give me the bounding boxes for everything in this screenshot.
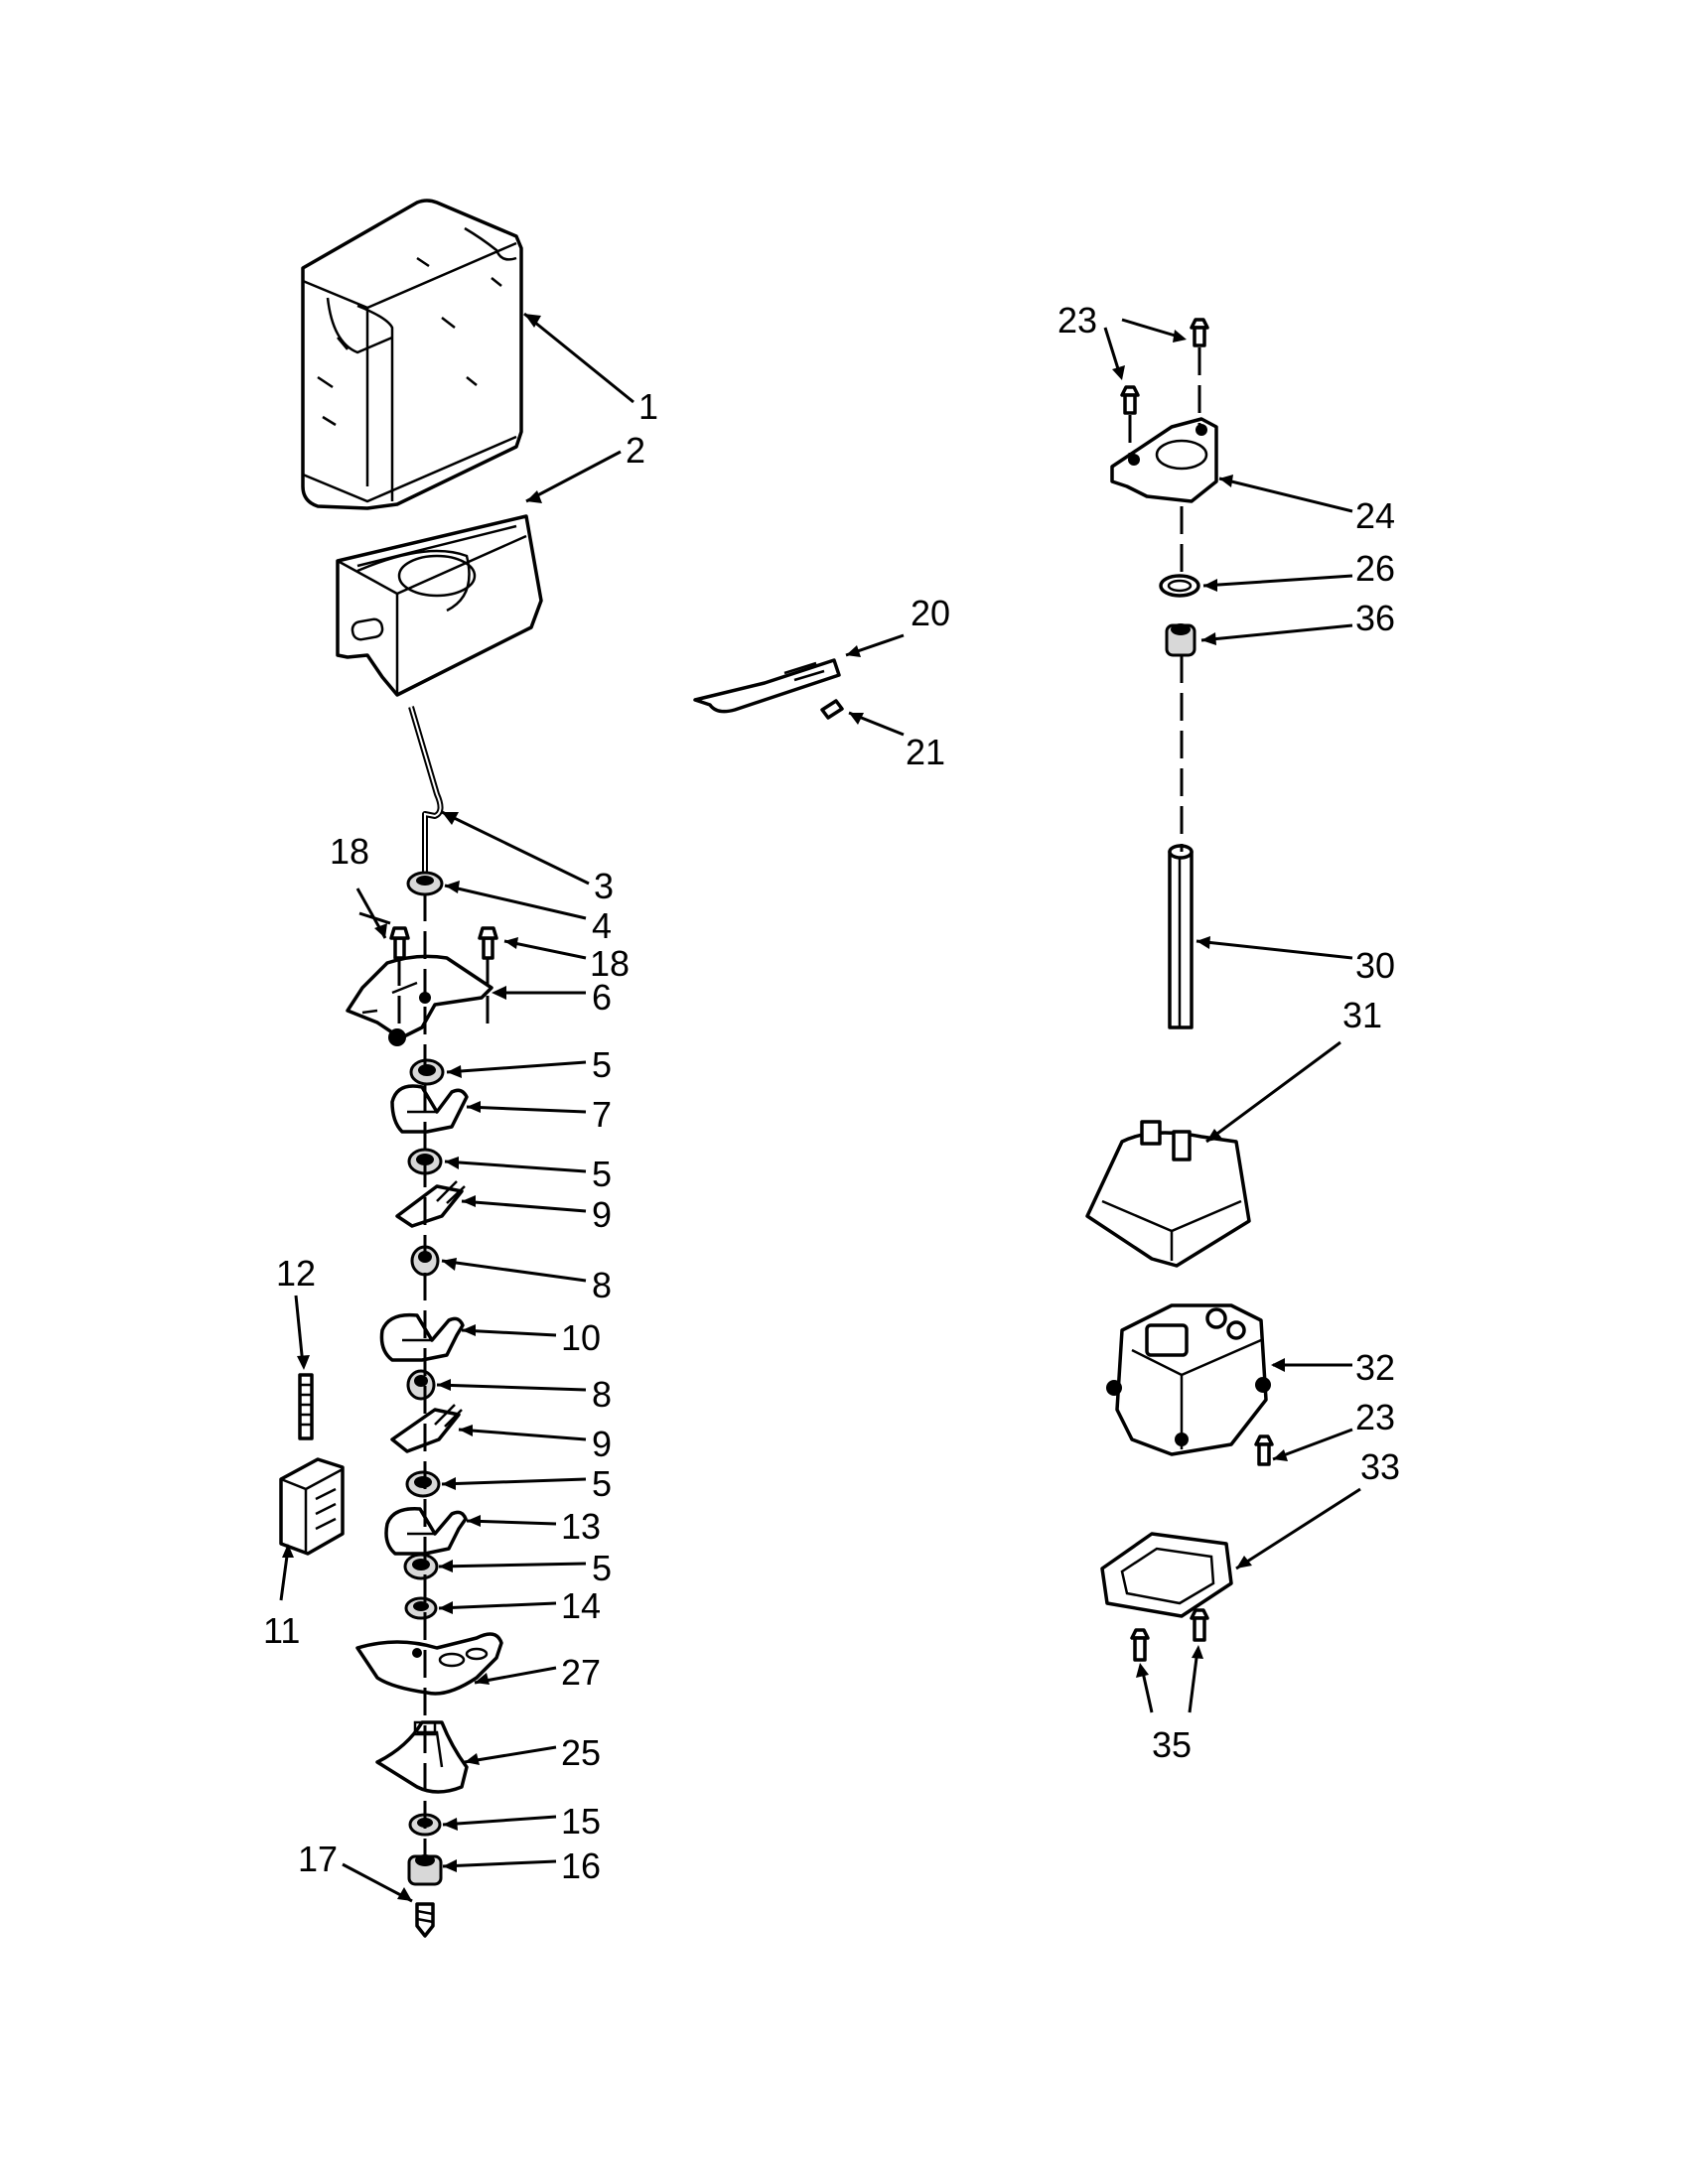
callout-17: 17 (298, 1839, 338, 1879)
part-27-plate (355, 1632, 503, 1696)
callout-31: 31 (1342, 995, 1382, 1035)
callout-3: 3 (594, 866, 614, 906)
part-12-pin (298, 1373, 314, 1440)
callout-23-bottom: 23 (1355, 1397, 1395, 1437)
part-4-bearing (406, 871, 444, 896)
callout-33: 33 (1360, 1446, 1400, 1487)
part-30-shaft (1168, 844, 1194, 1029)
callout-6: 6 (592, 977, 612, 1018)
callout-13: 13 (561, 1506, 601, 1547)
part-23-screws-top (1120, 318, 1209, 415)
part-9-clips (390, 1180, 466, 1453)
callout-8-a: 8 (592, 1265, 612, 1305)
part-18-screws (389, 926, 498, 960)
part-1-ice-bin (301, 199, 523, 510)
callout-14: 14 (561, 1585, 601, 1626)
callout-30: 30 (1355, 945, 1395, 986)
part-3-rod (408, 706, 444, 893)
part-14-washer (404, 1596, 438, 1620)
callout-9-a: 9 (592, 1194, 612, 1235)
part-20-bracket (693, 658, 841, 714)
part-21-spring (820, 699, 844, 720)
part-25-auger (375, 1720, 469, 1794)
part-26-washer (1159, 574, 1200, 598)
callout-18-left: 18 (330, 831, 369, 872)
part-6-plate (346, 954, 493, 1046)
part-16-nut (407, 1854, 443, 1886)
callout-11: 11 (263, 1610, 300, 1651)
callout-15: 15 (561, 1801, 601, 1842)
part-7-blade (390, 1084, 469, 1134)
callout-12: 12 (276, 1253, 316, 1294)
part-10-blade (379, 1312, 465, 1362)
callout-35: 35 (1152, 1724, 1192, 1765)
leader-lines (279, 312, 1361, 1903)
callout-7: 7 (592, 1094, 612, 1135)
callout-9-b: 9 (592, 1424, 612, 1464)
callout-5-b: 5 (592, 1154, 612, 1194)
callout-2: 2 (626, 430, 645, 471)
callout-5-d: 5 (592, 1548, 612, 1588)
part-11-block (279, 1457, 345, 1556)
callout-27: 27 (561, 1652, 601, 1693)
part-2-bin-tray (336, 514, 543, 697)
callout-1: 1 (638, 386, 658, 427)
callout-32: 32 (1355, 1347, 1395, 1388)
callout-8-b: 8 (592, 1374, 612, 1415)
callout-23-top: 23 (1057, 300, 1097, 341)
callout-labels: 1 2 3 4 18 18 6 5 7 5 9 8 10 8 9 5 13 5 … (263, 300, 1400, 1886)
part-33-gasket (1100, 1532, 1233, 1618)
part-23-screw-bottom (1254, 1434, 1274, 1466)
part-31-housing (1085, 1120, 1251, 1268)
callout-25: 25 (561, 1732, 601, 1773)
callout-20: 20 (911, 593, 950, 633)
callout-16: 16 (561, 1845, 601, 1886)
callout-26: 26 (1355, 548, 1395, 589)
part-13-blade (384, 1507, 468, 1556)
callout-5-a: 5 (592, 1044, 612, 1085)
part-35-screws (1130, 1608, 1209, 1662)
part-32-motor (1106, 1303, 1271, 1456)
part-5-bearings (403, 1058, 445, 1580)
part-36-bushing (1165, 623, 1196, 657)
callout-18-right: 18 (590, 943, 630, 984)
callout-10: 10 (561, 1317, 601, 1358)
part-24-flange (1110, 417, 1218, 503)
callout-24: 24 (1355, 495, 1395, 536)
callout-5-c: 5 (592, 1463, 612, 1504)
part-17-screw (415, 1902, 435, 1938)
callout-36: 36 (1355, 598, 1395, 638)
callout-4: 4 (592, 905, 612, 946)
callout-21: 21 (906, 732, 945, 772)
